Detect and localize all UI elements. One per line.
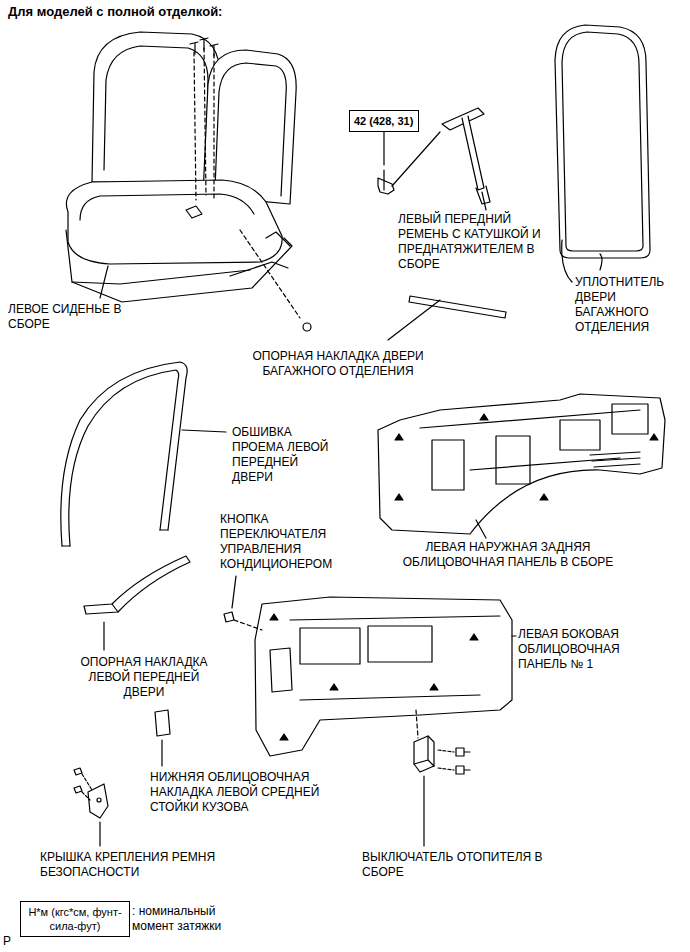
torque-value: 42 (428, 31) — [354, 114, 413, 128]
leader-line — [562, 240, 572, 282]
part-label: ОБШИВКА ПРОЕМА ЛЕВОЙ ПЕРЕДНЕЙ ДВЕРИ — [232, 425, 336, 485]
leader-line — [100, 266, 108, 298]
knob-drawing — [224, 576, 262, 630]
outer-trim-panel-drawing — [378, 394, 665, 538]
part-label: ЛЕВАЯ НАРУЖНАЯ ЗАДНЯЯ ОБЛИЦОВОЧНАЯ ПАНЕЛ… — [380, 540, 636, 570]
anchor-cover-drawing — [74, 768, 108, 846]
seat-drawing — [66, 32, 311, 331]
pillar-garnish-drawing — [155, 710, 170, 766]
torque-legend-box: Н*м (кгс*см, фунт-сила-фут) — [20, 901, 130, 937]
weatherstrip-drawing — [555, 25, 650, 270]
part-label: КНОПКА ПЕРЕКЛЮЧАТЕЛЯ УПРАВЛЕНИЯ КОНДИЦИО… — [220, 512, 346, 572]
part-label: ВЫКЛЮЧАТЕЛЬ ОТОПИТЕЛЯ В СБОРЕ — [362, 850, 558, 880]
scuff-plate-drawing — [388, 296, 506, 340]
part-label: : номинальный момент затяжки — [132, 904, 244, 934]
title: Для моделей с полной отделкой: — [8, 4, 222, 19]
part-label: ЛЕВЫЙ ПЕРЕДНИЙ РЕМЕНЬ С КАТУШКОЙ И ПРЕДН… — [398, 212, 548, 272]
part-label: КРЫШКА КРЕПЛЕНИЯ РЕМНЯ БЕЗОПАСНОСТИ — [40, 850, 240, 880]
leader-line — [482, 192, 486, 210]
part-label: ЛЕВАЯ БОКОВАЯ ОБЛИЦОВОЧНАЯ ПАНЕЛЬ № 1 — [518, 627, 640, 672]
part-label: НИЖНЯЯ ОБЛИЦОВОЧНАЯ НАКЛАДКА ЛЕВОЙ СРЕДН… — [150, 770, 346, 815]
part-label: ОПОРНАЯ НАКЛАДКА ДВЕРИ БАГАЖНОГО ОТДЕЛЕН… — [238, 349, 438, 379]
part-label: УПЛОТНИТЕЛЬ ДВЕРИ БАГАЖНОГО ОТДЕЛЕНИЯ — [575, 275, 679, 335]
side-trim-panel-drawing — [255, 597, 516, 756]
torque-box: 42 (428, 31) — [349, 110, 419, 132]
part-label: ЛЕВОЕ СИДЕНЬЕ В СБОРЕ — [8, 302, 136, 332]
opening-trim-drawing — [61, 362, 226, 546]
torque-value: Н*м (кгс*см, фунт-сила-фут) — [25, 905, 125, 933]
front-scuff-drawing — [84, 556, 190, 650]
heater-switch-drawing — [414, 710, 470, 846]
part-label: ОПОРНАЯ НАКЛАДКА ЛЕВОЙ ПЕРЕДНЕЙ ДВЕРИ — [74, 655, 214, 700]
